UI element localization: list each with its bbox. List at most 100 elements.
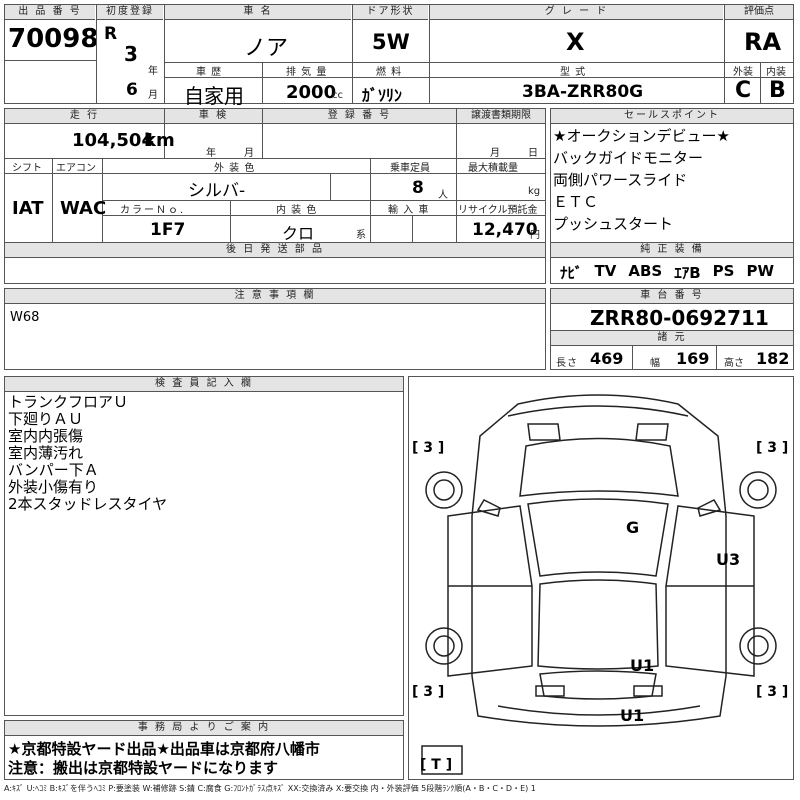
sales-point-item: ★オークションデビュー★ bbox=[553, 127, 730, 145]
lot-label: 出 品 番 号 bbox=[5, 5, 95, 20]
exterior-label: 外装 bbox=[733, 67, 753, 78]
inspector-label: 検 査 員 記 入 欄 bbox=[5, 377, 403, 392]
int-color: クロ bbox=[282, 224, 315, 243]
sales-point-item: ＥＴＣ bbox=[553, 193, 599, 211]
inspection-label: 車 検 bbox=[165, 109, 262, 124]
transfer-label: 譲渡書類期限 bbox=[457, 109, 545, 124]
displacement-label: 排 気 量 bbox=[286, 67, 328, 78]
inspector-line: 外装小傷有り bbox=[8, 478, 99, 496]
lot-number: 70098 bbox=[8, 24, 99, 54]
length: 469 bbox=[590, 349, 624, 368]
door-label: ドア形状 bbox=[353, 5, 428, 20]
exterior-grade: C bbox=[735, 78, 752, 103]
equipment-item: PS bbox=[712, 262, 735, 280]
header-section bbox=[4, 4, 794, 104]
displacement-unit: cc bbox=[332, 90, 343, 101]
tire-front-right: [ 3 ] bbox=[756, 440, 789, 456]
fuel-label: 燃 料 bbox=[376, 67, 403, 78]
shift: IAT bbox=[12, 198, 44, 219]
inspector-line: 下廻りＡＵ bbox=[8, 410, 84, 428]
history-label: 車 歴 bbox=[196, 67, 223, 78]
height: 182 bbox=[756, 349, 790, 368]
office-label: 事 務 局 よ り ご 案 内 bbox=[5, 721, 403, 736]
max-load-unit: kg bbox=[528, 186, 541, 197]
recycle-fee: 12,470 bbox=[472, 220, 538, 240]
spare-tire: [ T ] bbox=[420, 757, 453, 773]
equipment-label: 純 正 装 備 bbox=[551, 243, 793, 258]
chassis-label: 車 台 番 号 bbox=[551, 289, 793, 304]
score: RA bbox=[744, 28, 782, 56]
max-load-label: 最大積載量 bbox=[468, 163, 518, 174]
sales-points-label: セールスポイント bbox=[551, 109, 793, 124]
tire-front-left: [ 3 ] bbox=[412, 440, 445, 456]
ext-color: シルバ- bbox=[188, 181, 246, 201]
interior-grade: B bbox=[769, 78, 786, 103]
car-name-label: 車 名 bbox=[165, 5, 351, 20]
equipment-item: ABS bbox=[628, 262, 663, 280]
color-no: 1F7 bbox=[150, 220, 186, 240]
sales-point-item: プッシュスタート bbox=[553, 215, 674, 233]
inspection-year-unit: 年 bbox=[206, 148, 216, 159]
model-label: 型 式 bbox=[560, 67, 587, 78]
inspector-line: トランクフロアＵ bbox=[8, 393, 129, 411]
year-unit: 年 bbox=[148, 66, 158, 77]
color-no-label: カラーＮｏ. bbox=[120, 205, 186, 216]
capacity-unit: 人 bbox=[438, 190, 448, 201]
tire-rear-right: [ 3 ] bbox=[756, 684, 789, 700]
grade: X bbox=[566, 28, 585, 56]
recycle-unit: 円 bbox=[530, 230, 540, 241]
office-line: ★京都特設ヤード出品★出品車は京都府八幡市 bbox=[8, 740, 320, 758]
mileage-unit: km bbox=[144, 130, 175, 151]
grade-label: グ レ ー ド bbox=[430, 5, 723, 20]
width-label: 幅 bbox=[650, 358, 661, 369]
ac-label: エアコン bbox=[56, 163, 96, 174]
interior-label: 内装 bbox=[766, 67, 786, 78]
int-color-unit: 系 bbox=[356, 230, 366, 241]
car-outline bbox=[421, 394, 777, 775]
office-line: 注意：搬出は京都特設ヤードになります bbox=[8, 759, 279, 777]
sales-points-list: ★オークションデビュー★ バックガイドモニター 両側パワースライド ＥＴＣ プッ… bbox=[553, 128, 730, 238]
mileage: 104,504 bbox=[72, 130, 154, 151]
mileage-label: 走 行 bbox=[5, 109, 164, 124]
equipment-item: ｴｱB bbox=[674, 264, 701, 282]
history: 自家用 bbox=[184, 84, 244, 108]
model: 3BA-ZRR80G bbox=[522, 82, 644, 102]
equipment-item: ﾅﾋﾞ bbox=[560, 264, 583, 282]
ac: WAC bbox=[60, 198, 107, 219]
later-parts-label: 後 日 発 送 部 品 bbox=[5, 243, 545, 258]
door-type: 5W bbox=[372, 30, 410, 54]
regno-label: 登 録 番 号 bbox=[263, 109, 456, 124]
equipment-list: ﾅﾋﾞ TV ABS ｴｱB PS PW bbox=[560, 262, 774, 283]
mark-windshield: G bbox=[626, 518, 640, 537]
transfer-month-unit: 月 bbox=[490, 148, 500, 159]
car-name: ノア bbox=[244, 36, 289, 61]
displacement: 2000 bbox=[286, 82, 337, 103]
capacity-label: 乗車定員 bbox=[390, 163, 430, 174]
reg-era: R bbox=[104, 24, 118, 44]
inspector-line: バンパー下Ａ bbox=[8, 461, 99, 479]
width: 169 bbox=[676, 349, 710, 368]
sales-point-item: 両側パワースライド bbox=[553, 171, 688, 189]
capacity: 8 bbox=[412, 178, 424, 198]
import-label: 輸 入 車 bbox=[388, 205, 430, 216]
notes-label: 注 意 事 項 欄 bbox=[5, 289, 545, 304]
spec-label: 諸 元 bbox=[551, 331, 793, 346]
score-label: 評価点 bbox=[725, 5, 793, 20]
inspector-line: 2本スタッドレスタイヤ bbox=[8, 495, 168, 513]
legend: A:ｷｽﾞ U:ﾍｺﾐ B:ｷｽﾞを伴うﾍｺﾐ P:要塗装 W:補修跡 S:錆 … bbox=[4, 784, 536, 793]
reg-month: 6 bbox=[126, 80, 138, 100]
tire-rear-left: [ 3 ] bbox=[412, 684, 445, 700]
reg-year: 3 bbox=[124, 42, 138, 66]
recycle-label: リサイクル預託金 bbox=[458, 205, 538, 216]
first-reg-label: 初度登録 bbox=[97, 5, 163, 20]
ext-color-label: 外 装 色 bbox=[214, 163, 256, 174]
month-unit: 月 bbox=[148, 90, 158, 101]
notes-text: W68 bbox=[10, 310, 40, 325]
sales-point-item: バックガイドモニター bbox=[553, 149, 704, 167]
inspector-line: 室内薄汚れ bbox=[8, 444, 84, 462]
length-label: 長さ bbox=[556, 358, 578, 369]
inspector-line: 室内内張傷 bbox=[8, 427, 84, 445]
inspection-month-unit: 月 bbox=[244, 148, 254, 159]
height-label: 高さ bbox=[724, 358, 744, 369]
equipment-item: TV bbox=[594, 262, 617, 280]
